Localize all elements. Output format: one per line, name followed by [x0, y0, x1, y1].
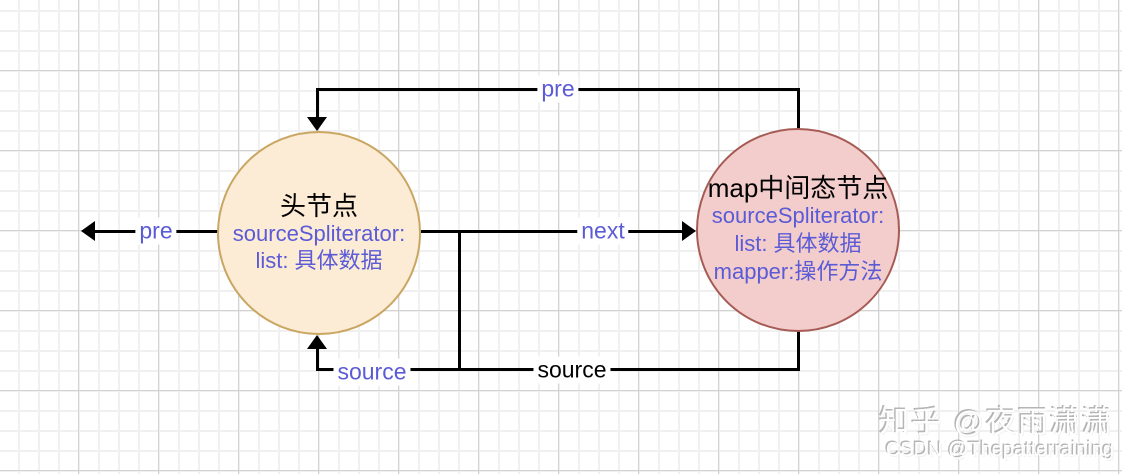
- csdn-watermark: CSDN @Thepatterraining: [885, 439, 1114, 461]
- edge-next-horizontal: [421, 230, 682, 233]
- edge-label-pre-top: pre: [537, 75, 579, 103]
- node-title: map中间态节点: [707, 173, 889, 203]
- node-attribute: mapper:操作方法: [713, 259, 883, 284]
- edge-label-source-inner: source: [333, 358, 411, 386]
- head-node: 头节点 sourceSpliterator: list: 具体数据: [217, 131, 421, 335]
- node-title: 头节点: [279, 190, 358, 221]
- node-attribute: list: 具体数据: [255, 247, 383, 273]
- edge-source-left-vertical: [316, 349, 319, 371]
- watermark: 知乎 @夜雨潇潇 CSDN @Thepatterraining: [879, 406, 1114, 461]
- arrowhead-up-icon: [307, 335, 327, 349]
- edge-pre-top-left-vertical: [316, 88, 319, 118]
- arrowhead-right-icon: [682, 221, 696, 241]
- edge-label-source-outer: source: [533, 356, 611, 384]
- node-attribute: list: 具体数据: [734, 231, 862, 256]
- edge-label-next: next: [577, 217, 629, 245]
- edge-source-right-vertical: [797, 330, 800, 371]
- edge-source-branch-vertical: [458, 230, 461, 370]
- arrowhead-down-icon: [307, 117, 327, 131]
- node-attribute: sourceSpliterator:: [711, 203, 885, 228]
- node-attribute: sourceSpliterator:: [232, 220, 406, 246]
- zhihu-watermark: 知乎 @夜雨潇潇: [879, 406, 1114, 439]
- edge-pre-top-right-vertical: [797, 88, 800, 130]
- arrowhead-left-icon: [81, 221, 95, 241]
- map-intermediate-node: map中间态节点 sourceSpliterator: list: 具体数据 m…: [696, 128, 900, 332]
- edge-label-pre-out: pre: [135, 217, 177, 245]
